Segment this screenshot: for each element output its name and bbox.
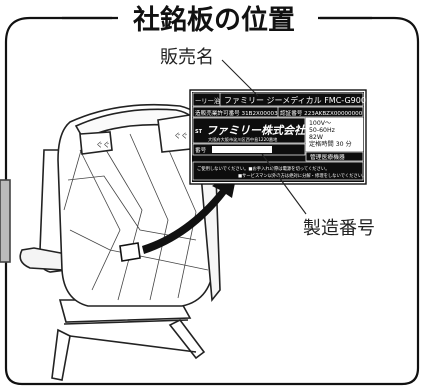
base-rail	[69, 335, 197, 353]
nameplate-location-marker	[119, 242, 141, 262]
spec-frequency: 50-60Hz	[309, 127, 335, 134]
nameplate-license-number: 造販売業許可番号 31B2X00003	[195, 109, 278, 117]
nameplate-warning-line1: ご使用しないでください。■お手入れの際は電源を切ってください。	[197, 165, 330, 172]
nameplate-row1-label: ーリー治	[195, 96, 220, 105]
nameplate-equipment-class: 管理医療機器	[310, 153, 345, 161]
nameplate-brand-box	[192, 117, 306, 144]
spec-rated-time: 定格時間 30 分	[309, 140, 352, 148]
chair-body	[57, 103, 215, 307]
callout-serial-number-leader	[261, 153, 307, 215]
callout-product-name: 販売名	[160, 47, 214, 68]
callout-serial-number: 製造番号	[303, 218, 375, 239]
spec-power: 82W	[309, 134, 323, 141]
nameplate-address: 大阪府大阪市淀川区西中島1220番地	[208, 136, 278, 143]
nameplate-row1-box	[192, 92, 364, 107]
nameplate-spec-box	[305, 117, 364, 152]
nameplate-brand-mark: ST	[195, 129, 203, 135]
nameplate-serial-label: 番号	[195, 147, 207, 154]
chair-logo-right: ぐぐ	[174, 132, 188, 140]
chair-left-bar	[0, 179, 11, 263]
diagram-title: 社銘板の位置	[133, 4, 295, 36]
nameplate: ーリー治 ファミリー ジーメディカル FMC-G900 造販売業許可番号 31B…	[189, 89, 367, 185]
nameplate-serial-field	[212, 146, 272, 153]
frame-border	[4, 16, 420, 386]
callout-product-name-leader	[221, 59, 259, 97]
nameplate-row1-value: ファミリー ジーメディカル FMC-G900	[224, 95, 366, 105]
chair-control-panel	[79, 131, 113, 155]
spec-voltage: 100V〜	[309, 120, 331, 127]
nameplate-brand: ファミリー株式会社	[206, 124, 307, 137]
chair-base	[51, 299, 206, 381]
nameplate-class-box	[305, 151, 364, 162]
chair-logo-left: ぐぐ	[96, 141, 110, 149]
nameplate-certification-number: 認証番号 223AKBZX00000000	[280, 109, 363, 117]
massage-chair: ぐぐ ぐぐ	[0, 103, 221, 381]
base-rail-2	[63, 319, 189, 325]
nameplate-warning-box	[192, 161, 364, 181]
nameplate-warning-line2: ■サービスマン以外の方は絶対に分解・修理をしないでください。	[238, 172, 366, 179]
